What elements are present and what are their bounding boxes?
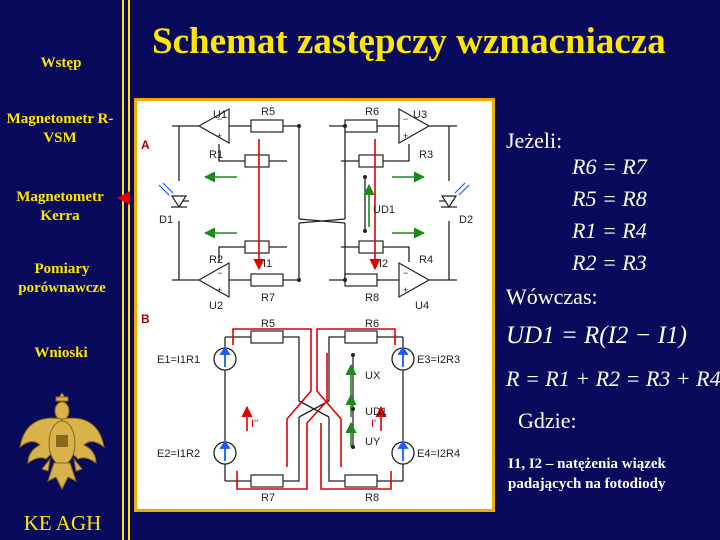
note-text: I1, I2 – natężenia wiązek padających na … [508,456,666,492]
label-i1: I1 [263,258,272,270]
section-a-circuit: − + − + − + − + [141,106,473,312]
section-b-circuit: B [141,312,460,504]
label-r2: R2 [209,254,223,266]
if-label: Jeżeli: [506,128,563,153]
label-r7-b: R7 [261,492,275,504]
resistor-r4 [358,240,384,254]
condition-eq2: R5 = R8 [572,186,647,211]
eagle-emblem-icon [19,392,105,491]
label-uy: UY [365,436,381,448]
resistor-r6 [344,119,378,133]
active-item-pointer [117,191,130,205]
sidebar-divider [122,0,124,540]
svg-text:−: − [403,268,408,278]
resistor-r2 [244,240,270,254]
label-i2: I2 [379,258,388,270]
label-d1: D1 [159,214,173,226]
slide-title: Schemat zastępczy wzmacniacza [152,21,666,62]
institution-label: KE AGH [23,511,102,535]
opamp-u2-icon [197,261,230,299]
formula-ud1: UD1 = R(I2 − I1) [506,322,687,349]
label-e4: E4=I2R4 [417,448,460,460]
label-u3: U3 [413,109,427,121]
label-ud1: UD1 [373,204,395,216]
resistor-r7 [250,273,284,287]
resistor-r5-b [250,330,284,344]
sidebar: Wstęp Magnetometr R-VSM Magnetometr Kerr… [0,0,130,540]
label-r5-b: R5 [261,318,275,330]
label-r6-b: R6 [365,318,379,330]
resistor-r5 [250,119,284,133]
where-label: Gdzie: [518,408,577,433]
sidebar-item-wstep[interactable]: Wstęp [40,55,82,71]
svg-text:−: − [217,114,222,124]
label-u2: U2 [209,300,223,312]
sidebar-item-pomiary[interactable]: Pomiary porównawcze [18,261,106,296]
resistor-r7-b [250,474,284,488]
resistor-r6-b [344,330,378,344]
resistor-r3 [358,154,384,168]
label-u4: U4 [415,300,429,312]
sidebar-item-magnetometr-kerra[interactable]: Magnetometr Kerra [16,189,104,224]
label-ud1-b: UD1 [365,406,387,418]
svg-text:+: + [217,285,222,295]
resistor-r8 [344,273,378,287]
label-r8-b: R8 [365,492,379,504]
svg-text:+: + [403,285,408,295]
label-r4: R4 [419,254,433,266]
photodiode-d2-icon [440,195,458,209]
svg-text:+: + [403,131,408,141]
svg-text:−: − [403,114,408,124]
label-e1: E1=I1R1 [157,354,200,366]
label-u1: U1 [213,109,227,121]
label-r1: R1 [209,149,223,161]
label-i-prime: I' [371,418,376,430]
resistor-r8-b [344,474,378,488]
label-r5: R5 [261,106,275,118]
then-label: Wówczas: [506,284,598,309]
equivalent-circuit-diagram: − + − + − + − + [134,98,495,512]
formula-r: R = R1 + R2 = R3 + R4 [506,366,720,391]
section-b-label: B [141,312,150,326]
label-i-double-prime: I'' [251,418,258,430]
svg-text:+: + [217,131,222,141]
resistor-r1 [244,154,270,168]
label-ux: UX [365,370,381,382]
photodiode-d1-icon [170,195,188,209]
label-e2: E2=I1R2 [157,448,200,460]
condition-eq3: R1 = R4 [572,218,647,243]
section-a-label: A [141,138,150,152]
condition-eq1: R6 = R7 [572,154,647,179]
sidebar-item-wnioski[interactable]: Wnioski [34,345,88,361]
sidebar-item-magnetometr-rvsm[interactable]: Magnetometr R-VSM [6,111,114,146]
svg-text:−: − [217,268,222,278]
label-r8: R8 [365,292,379,304]
label-e3: E3=I2R3 [417,354,460,366]
label-d2: D2 [459,214,473,226]
sidebar-divider [128,0,130,540]
label-r6: R6 [365,106,379,118]
label-r3: R3 [419,149,433,161]
condition-eq4: R2 = R3 [572,250,647,275]
label-r7: R7 [261,292,275,304]
